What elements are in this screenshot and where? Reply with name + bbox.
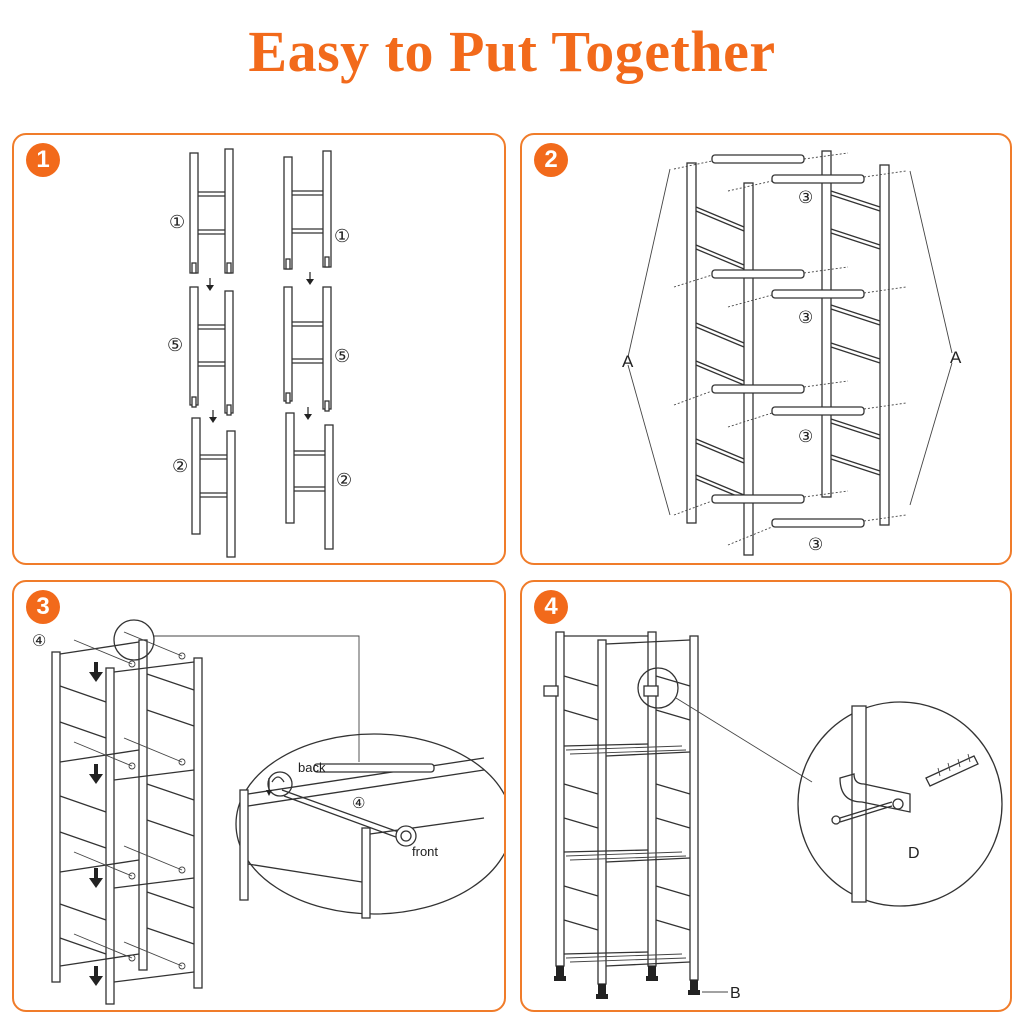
- ladder-part-1-right: [283, 150, 332, 270]
- ladder-part-2-right: [285, 412, 334, 550]
- frame-pole-back-left: [686, 162, 697, 524]
- right-side-rungs: [830, 190, 881, 476]
- zoom-detail-circle: [797, 701, 1003, 907]
- bracket-a-right: [909, 170, 953, 506]
- label-front: front: [412, 844, 438, 859]
- shelf-pole-back-left: [51, 651, 61, 983]
- label-back: back: [298, 760, 326, 775]
- step-2-badge: 2: [534, 143, 568, 177]
- bracket-a-left: [627, 168, 671, 516]
- shelf-pole-back-left: [555, 631, 565, 967]
- front-tubes: [727, 170, 907, 546]
- ladder-part-5-left: [189, 286, 234, 416]
- zoom-detail-ellipse: [235, 733, 504, 915]
- step-4-badge: 4: [534, 590, 568, 624]
- down-arrows: [89, 662, 103, 986]
- label-part-3-3: ③: [798, 427, 813, 446]
- shelf-hook-rods: [565, 745, 687, 963]
- step-2-panel: 2: [520, 133, 1012, 565]
- zoom-source-circle: [113, 619, 155, 661]
- shelf-feet: [554, 966, 700, 999]
- label-part-a-left: A: [622, 352, 634, 371]
- label-part-1-left: ①: [169, 212, 185, 232]
- label-part-5-right: ⑤: [334, 346, 350, 366]
- label-part-4-detail: ④: [352, 795, 365, 812]
- hook-rods: [73, 631, 186, 970]
- frame-pole-front-left: [743, 182, 754, 556]
- label-part-1-right: ①: [334, 226, 350, 246]
- shelf-pole-front-left: [105, 667, 115, 1005]
- step-3-diagram: ④ back ④ front: [32, 619, 504, 1005]
- shelf-pole-front-right: [193, 657, 203, 989]
- zoom-source-circle: [637, 667, 679, 709]
- back-tubes: [673, 152, 849, 516]
- shelf-pole-back-right: [138, 639, 148, 971]
- frame-pole-back-right: [821, 150, 832, 498]
- label-part-d: D: [908, 845, 920, 862]
- label-part-3-1: ③: [798, 188, 813, 207]
- zoom-connector: [675, 697, 813, 783]
- step-1-panel: 1 ① ⑤ ②: [12, 133, 506, 565]
- label-part-3-4: ③: [808, 535, 823, 554]
- shelf-rungs: [59, 641, 195, 983]
- ladder-part-2-left: [191, 417, 236, 558]
- frame-pole-front-right: [879, 164, 890, 526]
- label-part-2-left: ②: [172, 456, 188, 476]
- step-3-badge: 3: [26, 590, 60, 624]
- ladder-part-1-left: [189, 148, 234, 274]
- left-side-rungs: [695, 206, 745, 500]
- zoom-detail: [831, 705, 979, 903]
- step-4-diagram: B D: [543, 631, 1003, 1002]
- wall-bracket-left: [543, 685, 559, 697]
- ladder-part-5-right: [283, 286, 332, 412]
- label-part-a-right: A: [950, 348, 962, 367]
- shelf-pole-front-left: [597, 639, 607, 985]
- label-part-4-main: ④: [32, 633, 46, 650]
- wall-bracket-right: [643, 685, 659, 697]
- step-2-diagram: A A ③ ③ ③ ③: [622, 150, 962, 556]
- page-title: Easy to Put Together: [248, 19, 776, 84]
- zoom-connector: [154, 635, 360, 762]
- shelf-pole-front-right: [689, 635, 699, 981]
- shelf-rungs: [563, 635, 691, 967]
- step-1-diagram: ① ⑤ ② ①: [167, 148, 352, 558]
- step-3-panel: 3: [12, 580, 506, 1012]
- step-4-panel: 4: [520, 580, 1012, 1012]
- label-part-b: B: [730, 985, 741, 1002]
- label-part-2-right: ②: [336, 470, 352, 490]
- zoom-detail: [239, 757, 485, 919]
- label-part-5-left: ⑤: [167, 335, 183, 355]
- shelf-pole-back-right: [647, 631, 657, 967]
- label-part-3-2: ③: [798, 308, 813, 327]
- step-1-badge: 1: [26, 143, 60, 177]
